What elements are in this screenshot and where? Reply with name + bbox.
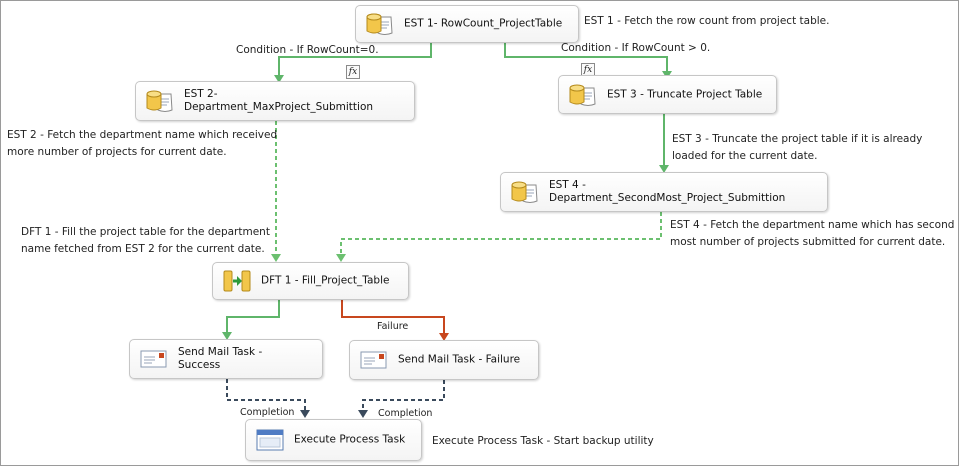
annotation-est3[interactable]: EST 3 - Truncate the project table if it… [672,133,923,162]
expression-icon[interactable]: fx [581,63,595,77]
annotation-est4[interactable]: EST 4 - Fetch the department name which … [670,219,955,248]
task-execute-process[interactable]: Execute Process Task [245,419,422,461]
task-est4-second-most[interactable]: EST 4 - Department_SecondMost_Project_Su… [500,172,828,212]
constraint-est4-dft1[interactable] [340,212,662,254]
execute-process-task-icon [256,429,284,451]
expression-icon[interactable]: fx [346,65,360,79]
constraint-est1-est3[interactable] [504,43,668,75]
task-label: DFT 1 - Fill_Project_Table [261,274,390,287]
send-mail-task-icon [360,351,387,369]
sql-task-icon [146,90,173,112]
task-est3-truncate[interactable]: EST 3 - Truncate Project Table [558,75,777,114]
sql-task-icon [511,181,538,203]
send-mail-task-icon [140,350,167,368]
annotation-execute-process[interactable]: Execute Process Task - Start backup util… [432,435,654,447]
data-flow-task-icon [223,270,251,292]
task-est2-department-max[interactable]: EST 2- Department_MaxProject_Submittion [135,81,415,121]
task-est1-rowcount[interactable]: EST 1- RowCount_ProjectTable [355,5,579,43]
sql-task-icon [366,13,393,35]
constraint-mail-failure-exec[interactable] [362,380,445,411]
annotation-est2[interactable]: EST 2 - Fetch the department name which … [7,129,278,158]
condition-label-rowcount-zero: Condition - If RowCount=0. [236,44,379,56]
task-dft1-fill-project-table[interactable]: DFT 1 - Fill_Project_Table [212,262,409,300]
task-label: Send Mail Task - Failure [398,353,521,366]
task-label: EST 1- RowCount_ProjectTable [404,17,563,30]
task-label: EST 3 - Truncate Project Table [607,88,763,100]
constraint-mail-success-exec[interactable] [226,379,306,411]
constraint-dft1-mail-failure[interactable] [341,300,445,334]
annotation-dft1[interactable]: DFT 1 - Fill the project table for the d… [21,226,270,255]
condition-label-rowcount-positive: Condition - If RowCount > 0. [561,42,711,54]
constraint-est1-est2[interactable] [278,43,432,81]
completion-label: Completion [378,408,433,419]
task-send-mail-success[interactable]: Send Mail Task - Success [129,339,323,379]
task-send-mail-failure[interactable]: Send Mail Task - Failure [349,340,539,380]
task-label: EST 4 - Department_SecondMost_Project_Su… [549,179,786,204]
task-label: EST 2- Department_MaxProject_Submittion [184,88,374,113]
task-label: Send Mail Task - Success [178,346,263,371]
constraint-dft1-mail-success[interactable] [226,300,280,333]
sql-task-icon [569,84,596,106]
failure-label: Failure [377,321,409,332]
annotation-est1[interactable]: EST 1 - Fetch the row count from project… [584,15,830,27]
task-label: Execute Process Task [294,433,406,446]
completion-label: Completion [240,407,295,418]
